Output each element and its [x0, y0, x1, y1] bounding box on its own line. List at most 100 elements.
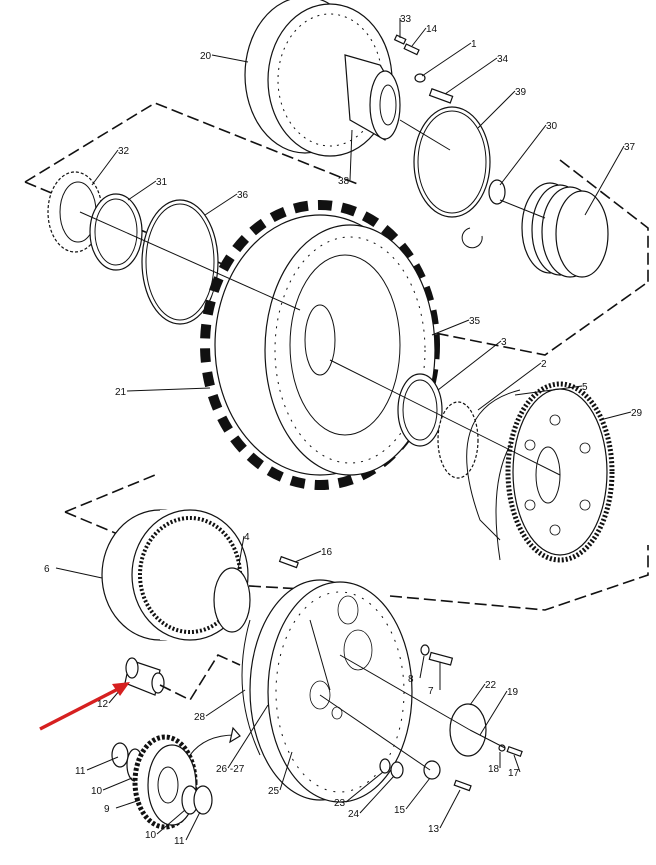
install-arrow	[189, 734, 236, 756]
part-20-hub	[244, 0, 401, 157]
part-12-pin	[124, 657, 165, 696]
leader-line	[227, 704, 269, 769]
leader-line	[205, 689, 246, 717]
part-25-carrier	[249, 579, 413, 803]
callout-32: 32	[118, 146, 130, 157]
part-37-seal-group	[521, 182, 609, 278]
leader-line	[499, 124, 547, 186]
callout-15: 15	[394, 805, 406, 816]
callout-37: 37	[624, 142, 636, 153]
callout-35: 35	[469, 316, 481, 327]
callout-25: 25	[268, 786, 280, 797]
callout-12: 12	[97, 699, 109, 710]
part-8-washer	[420, 644, 430, 656]
part-36-seal-ring	[141, 199, 219, 325]
part-5-snap-ring	[466, 389, 521, 541]
part-3-cup	[397, 373, 443, 447]
callout-36: 36	[237, 190, 249, 201]
leader-line	[349, 129, 353, 181]
callout-7: 7	[428, 686, 434, 697]
leader-line	[359, 775, 395, 814]
callout-30: 30	[546, 121, 558, 132]
callout-10: 10	[91, 786, 103, 797]
part-17-bolt	[506, 745, 523, 758]
part-29-gear	[505, 381, 615, 563]
pin-path	[159, 653, 241, 702]
leader-line	[237, 535, 245, 571]
callout-14: 14	[426, 24, 438, 35]
leader-line	[444, 57, 498, 95]
callout-38: 38	[338, 176, 350, 187]
leader-line	[437, 340, 502, 391]
part-2-bearing-cone	[437, 401, 479, 479]
leader-line	[91, 149, 119, 186]
part-9-planet-gear	[111, 734, 213, 830]
callout-4: 4	[244, 532, 250, 543]
callout-9: 9	[104, 804, 110, 815]
leader-line	[86, 756, 119, 771]
part-21-sprocket	[200, 200, 440, 490]
leader-line	[514, 385, 583, 396]
leader-line	[294, 550, 322, 563]
leader-line	[469, 683, 486, 706]
part-4-plate	[213, 567, 251, 633]
callout-24: 24	[348, 809, 360, 820]
part-28-seal	[241, 619, 261, 756]
callout-8: 8	[408, 674, 414, 685]
leader-line	[55, 567, 103, 579]
part-39-ring	[413, 106, 491, 218]
leader-line	[477, 90, 516, 129]
callout-13: 13	[428, 824, 440, 835]
callout-11: 11	[174, 836, 185, 847]
leader-line	[345, 771, 384, 803]
leader-line	[479, 690, 508, 736]
callout-labels: 3314134203930373832313635325292164161228…	[44, 14, 643, 847]
leader-line	[431, 319, 470, 336]
callout-11: 11	[75, 766, 86, 777]
highlight-arrow	[39, 682, 130, 731]
leader-line	[156, 809, 186, 835]
leader-line	[584, 145, 625, 216]
part-23-oring	[379, 758, 391, 774]
callout-19: 19	[507, 687, 519, 698]
part-7-bolt	[428, 651, 454, 666]
callout-34: 34	[497, 54, 509, 65]
leader-line	[126, 387, 211, 392]
leader-line	[102, 777, 133, 791]
callout-10: 10	[145, 830, 157, 841]
red-arrow-head-icon	[112, 682, 130, 696]
leader-line	[477, 362, 542, 411]
callout-6: 6	[44, 564, 50, 575]
leader-line	[115, 799, 141, 809]
leader-line	[411, 27, 427, 47]
callout-17: 17	[508, 768, 520, 779]
callout-28: 28	[194, 712, 206, 723]
small-hardware-top	[393, 34, 454, 104]
callout-22: 22	[485, 680, 497, 691]
part-31-cup	[89, 193, 143, 271]
callout-20: 20	[200, 51, 212, 62]
assembly-axes	[79, 119, 561, 771]
leader-line	[127, 180, 157, 201]
callout-5: 5	[582, 382, 588, 393]
leader-line	[279, 751, 293, 791]
leader-line	[421, 42, 472, 77]
callout-33: 33	[400, 14, 412, 25]
callout-26-27: 26 -27	[216, 764, 245, 775]
callout-3: 3	[501, 337, 507, 348]
part-15-washer	[423, 760, 441, 780]
callout-39: 39	[515, 87, 527, 98]
leader-line	[211, 54, 249, 63]
leader-line	[204, 193, 238, 216]
clip-part	[461, 227, 483, 249]
leader-line	[185, 811, 201, 841]
leader-line	[513, 754, 521, 773]
callout-31: 31	[156, 177, 168, 188]
part-30-washer	[488, 179, 506, 205]
part-13-bolt	[453, 779, 472, 792]
leader-line	[439, 789, 461, 829]
callout-18: 18	[488, 764, 500, 775]
leader-line	[419, 655, 425, 679]
